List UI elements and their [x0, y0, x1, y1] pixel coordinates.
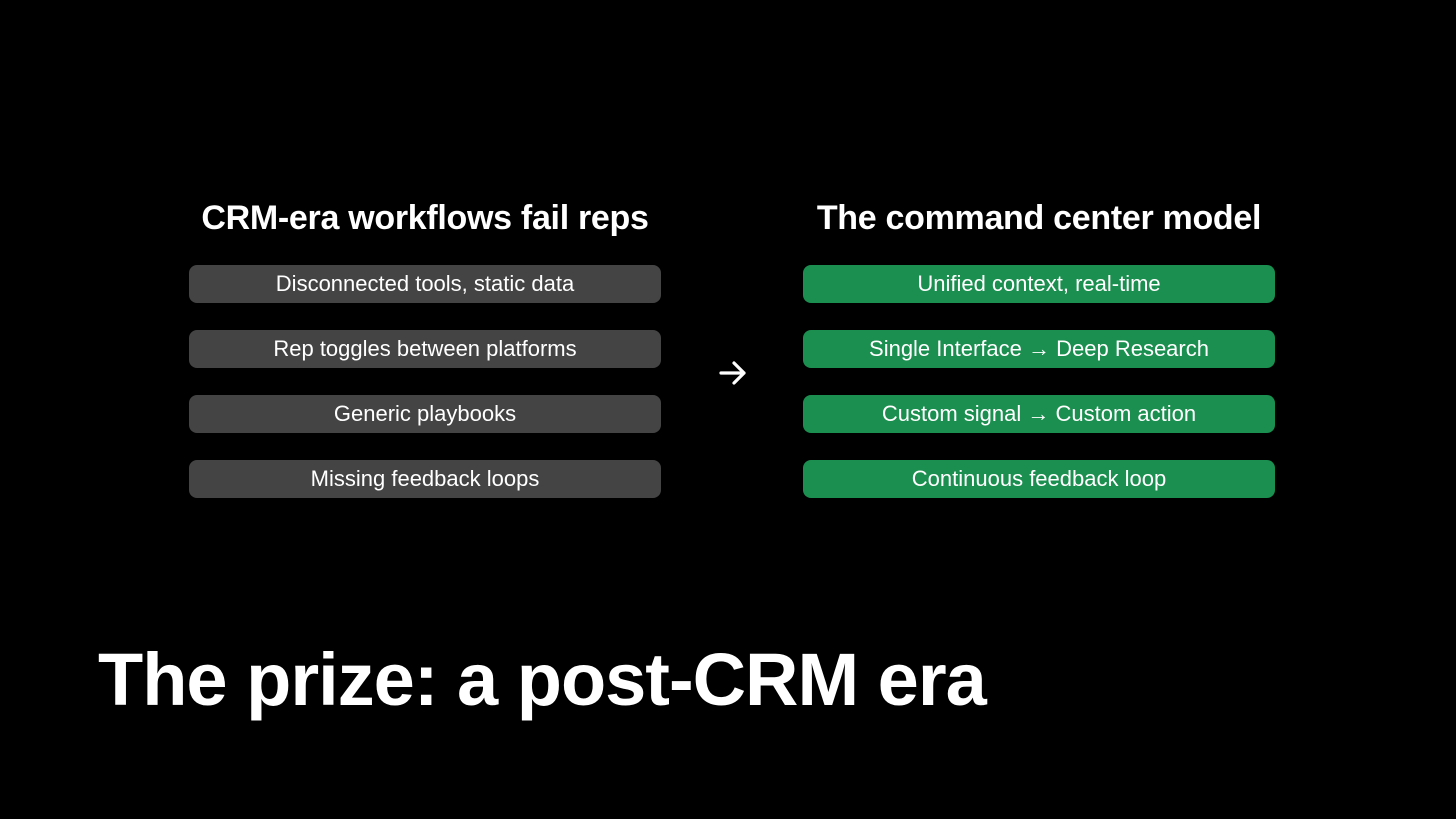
crm-era-item: Disconnected tools, static data — [189, 265, 661, 303]
crm-era-item: Missing feedback loops — [189, 460, 661, 498]
crm-era-column: CRM-era workflows fail reps Disconnected… — [189, 196, 661, 498]
crm-era-title: CRM-era workflows fail reps — [201, 199, 649, 237]
arrow-right-icon — [719, 361, 746, 385]
command-center-item: Single Interface → Deep Research — [803, 330, 1275, 368]
command-center-item: Custom signal → Custom action — [803, 395, 1275, 433]
command-center-item: Continuous feedback loop — [803, 460, 1275, 498]
crm-era-item: Generic playbooks — [189, 395, 661, 433]
command-center-column: The command center model Unified context… — [803, 196, 1275, 498]
crm-era-item: Rep toggles between platforms — [189, 330, 661, 368]
command-center-item: Unified context, real-time — [803, 265, 1275, 303]
command-center-title: The command center model — [816, 199, 1262, 237]
slide-headline: The prize: a post-CRM era — [98, 638, 987, 721]
